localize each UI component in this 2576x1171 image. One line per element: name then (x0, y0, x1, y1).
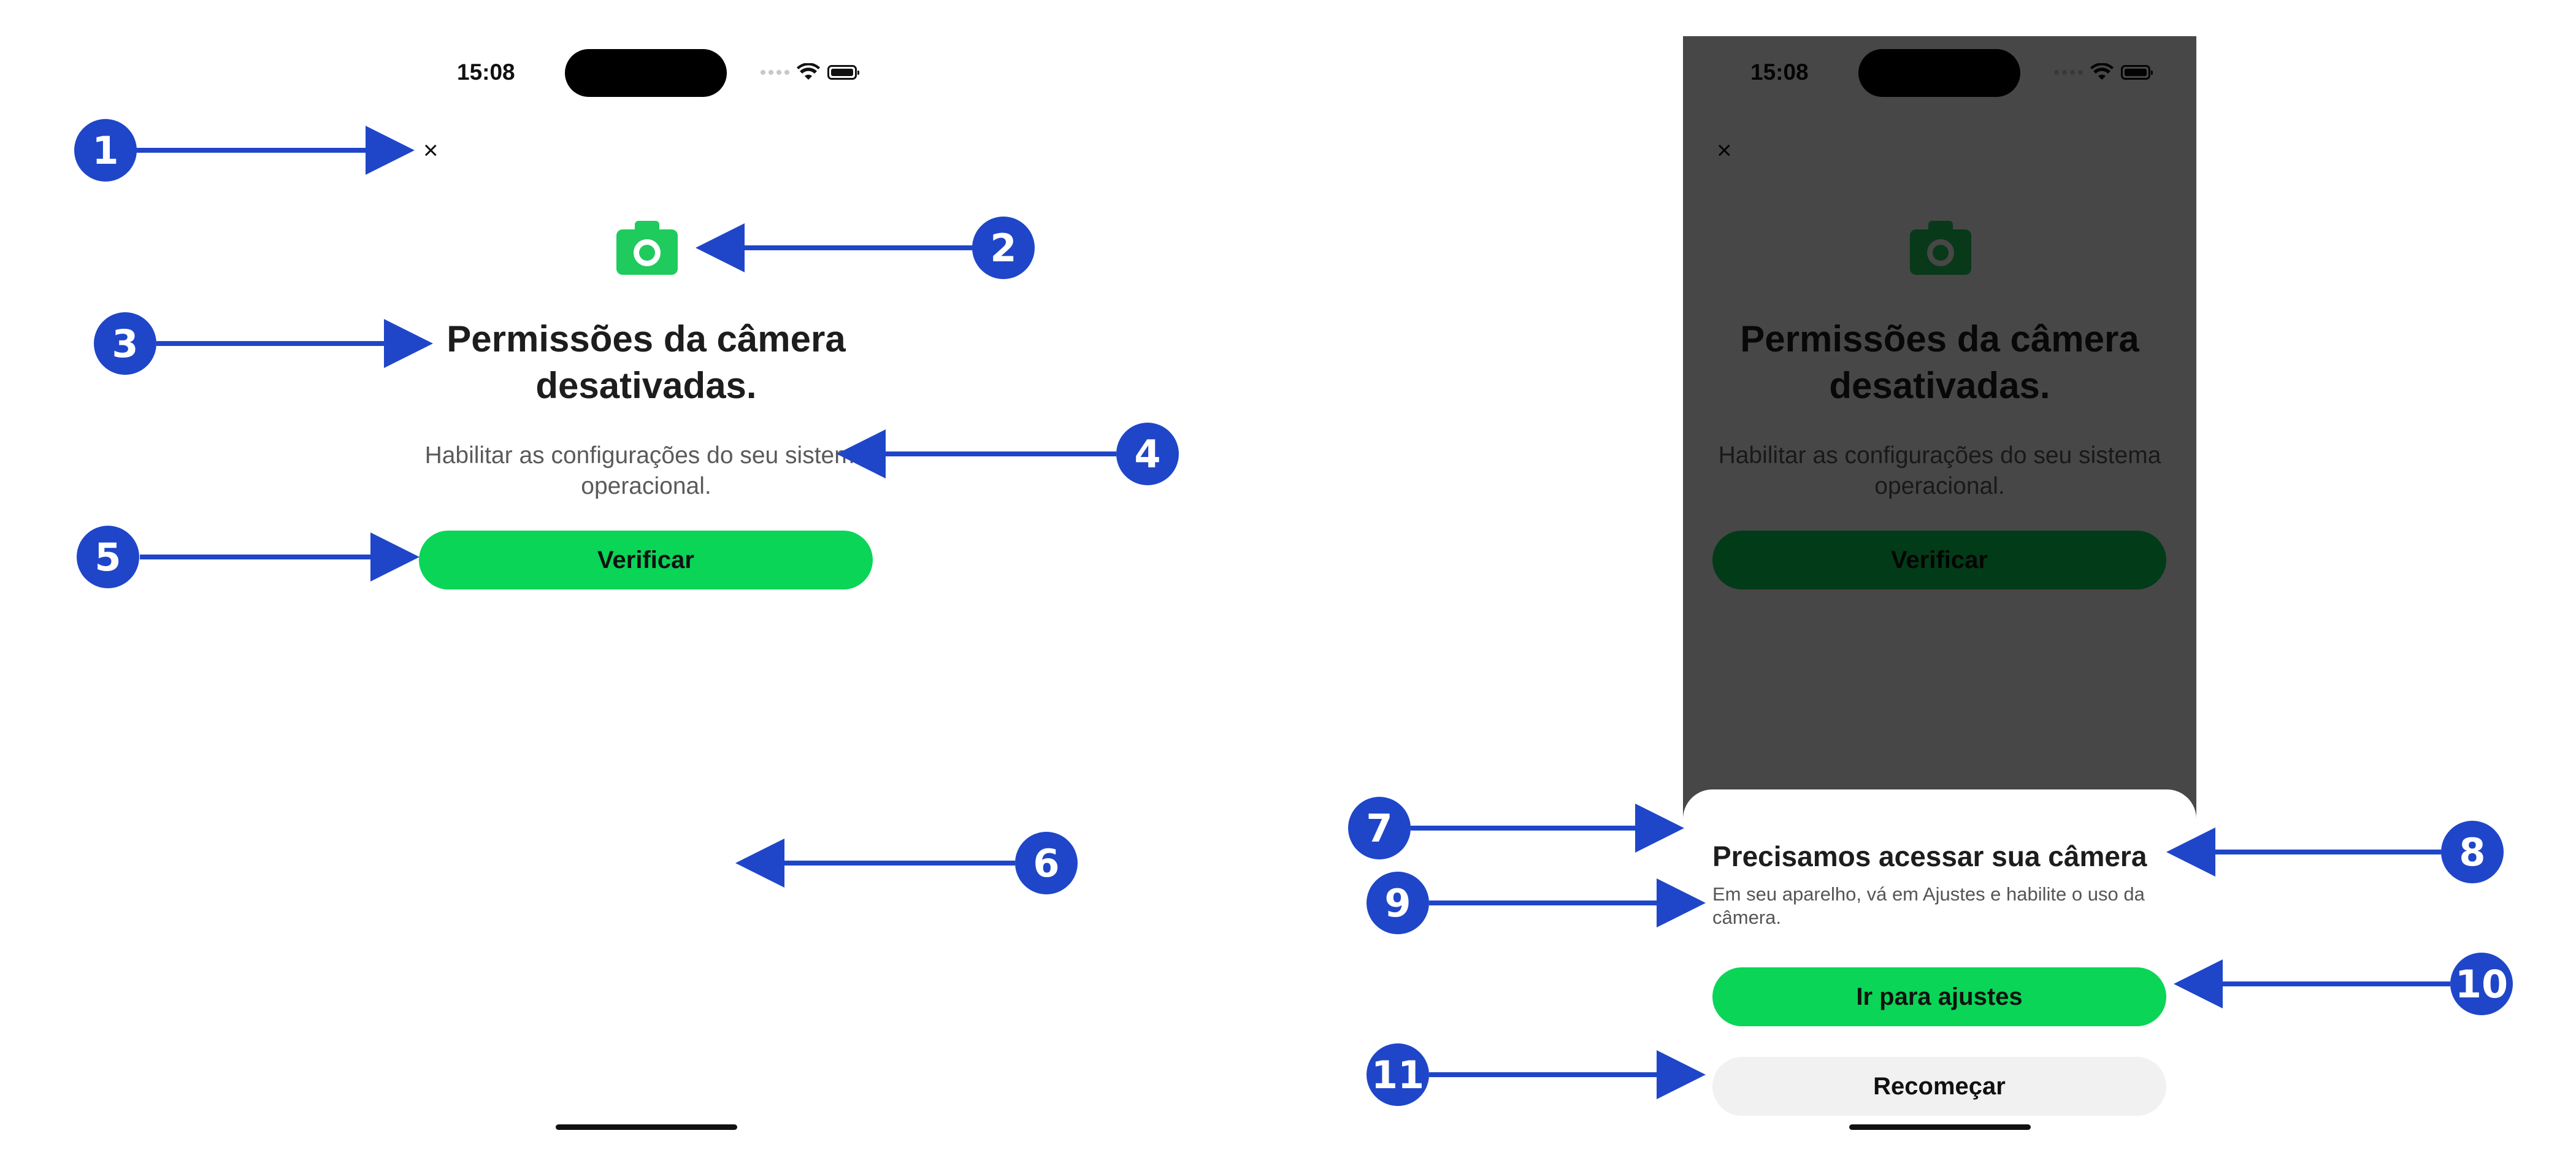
bottom-sheet: Precisamos acessar sua câmera Em seu apa… (1683, 789, 2196, 1171)
screen-permissions-sheet: 15:08 × Permissões da câmera desativadas… (1683, 36, 2196, 1171)
close-icon[interactable]: × (423, 136, 439, 164)
annotation-badge-3: 3 (94, 312, 156, 375)
sheet-title: Precisamos acessar sua câmera (1712, 840, 2147, 872)
annotation-badge-8: 8 (2441, 821, 2504, 883)
annotation-badge-6: 6 (1015, 832, 1078, 894)
verify-button[interactable]: Verificar (419, 531, 873, 589)
annotation-badge-9: 9 (1367, 872, 1429, 934)
restart-button[interactable]: Recomeçar (1712, 1057, 2166, 1116)
signal-icon (761, 70, 789, 75)
camera-icon (616, 221, 678, 275)
go-to-settings-button[interactable]: Ir para ajustes (1712, 967, 2166, 1026)
annotation-badge-4: 4 (1116, 423, 1179, 485)
page-subtitle: Habilitar as configurações do seu sistem… (424, 442, 868, 499)
screen-permissions: 15:08 × Permissões da câmera desativadas… (389, 0, 903, 1171)
annotation-badge-7: 7 (1348, 797, 1411, 859)
sheet-description: Em seu aparelho, vá em Ajustes e habilit… (1712, 883, 2145, 928)
annotation-badge-11: 11 (1367, 1043, 1429, 1106)
status-icons (761, 63, 859, 82)
status-time: 15:08 (457, 60, 515, 85)
dynamic-island (565, 49, 727, 97)
annotation-badge-2: 2 (972, 217, 1035, 279)
annotation-badge-5: 5 (77, 526, 139, 588)
home-indicator (1849, 1124, 2031, 1130)
wifi-icon (797, 63, 820, 80)
page-title: Permissões da câmera desativadas. (447, 318, 846, 406)
battery-icon (827, 65, 859, 80)
annotation-badge-10: 10 (2450, 953, 2513, 1015)
home-indicator (556, 1124, 737, 1130)
annotation-badge-1: 1 (74, 119, 137, 182)
